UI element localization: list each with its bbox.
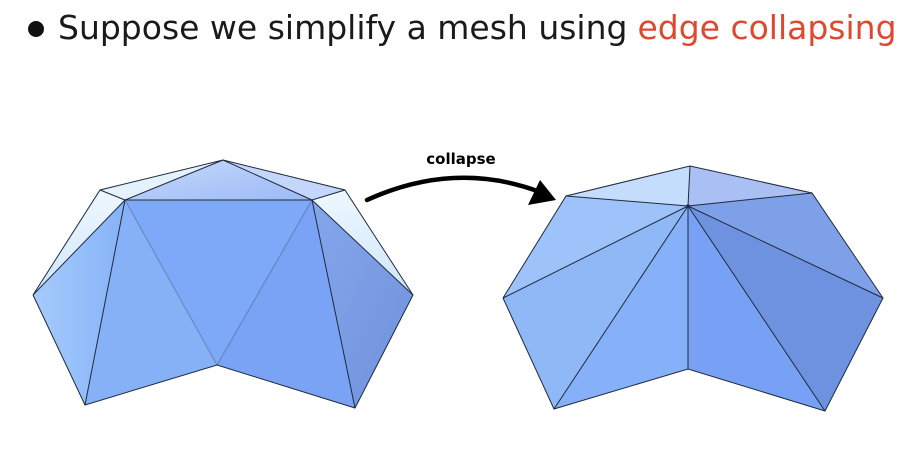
collapse-arrow: collapse — [364, 150, 556, 205]
mesh-before — [32, 159, 414, 409]
bullet-point: Suppose we simplify a mesh using edge co… — [28, 8, 897, 47]
mesh-edge — [216, 199, 313, 366]
mesh-face — [566, 166, 690, 206]
mesh-edge — [84, 199, 126, 406]
mesh-face — [688, 193, 883, 298]
mesh-face — [503, 196, 688, 298]
arrow-label: collapse — [426, 150, 495, 168]
mesh-face — [312, 190, 413, 295]
mesh-face — [312, 200, 413, 408]
mesh-face — [503, 206, 688, 409]
mesh-edge — [124, 159, 224, 201]
bullet-dot-icon — [28, 20, 44, 37]
mesh-face — [688, 206, 883, 411]
mesh-edge — [565, 195, 689, 207]
mesh-edge — [124, 199, 218, 366]
mesh-edge — [222, 159, 313, 201]
mesh-face — [217, 200, 355, 408]
merged-vertex — [686, 204, 690, 208]
mesh-face — [125, 200, 312, 365]
mesh-face — [33, 200, 125, 405]
mesh-edge — [687, 165, 691, 207]
mesh-edge — [687, 205, 884, 299]
mesh-edge — [553, 205, 689, 410]
arrowhead-icon — [528, 180, 556, 205]
mesh-edge — [32, 199, 126, 296]
mesh-face — [33, 190, 125, 295]
mesh-face — [100, 160, 223, 200]
bullet-text: Suppose we simplify a mesh using — [58, 8, 628, 47]
mesh-edge — [687, 205, 826, 412]
mesh-edge — [311, 199, 356, 409]
mesh-edge — [311, 189, 346, 201]
mesh-face — [125, 160, 312, 200]
mesh-edge — [687, 192, 813, 207]
mesh-edge — [502, 205, 689, 299]
bullet-accent-text: edge collapsing — [637, 8, 897, 47]
mesh-face — [223, 160, 345, 200]
mesh-edge — [311, 199, 414, 296]
mesh-face — [85, 200, 217, 405]
mesh-after — [502, 165, 884, 412]
mesh-edge — [99, 189, 126, 201]
